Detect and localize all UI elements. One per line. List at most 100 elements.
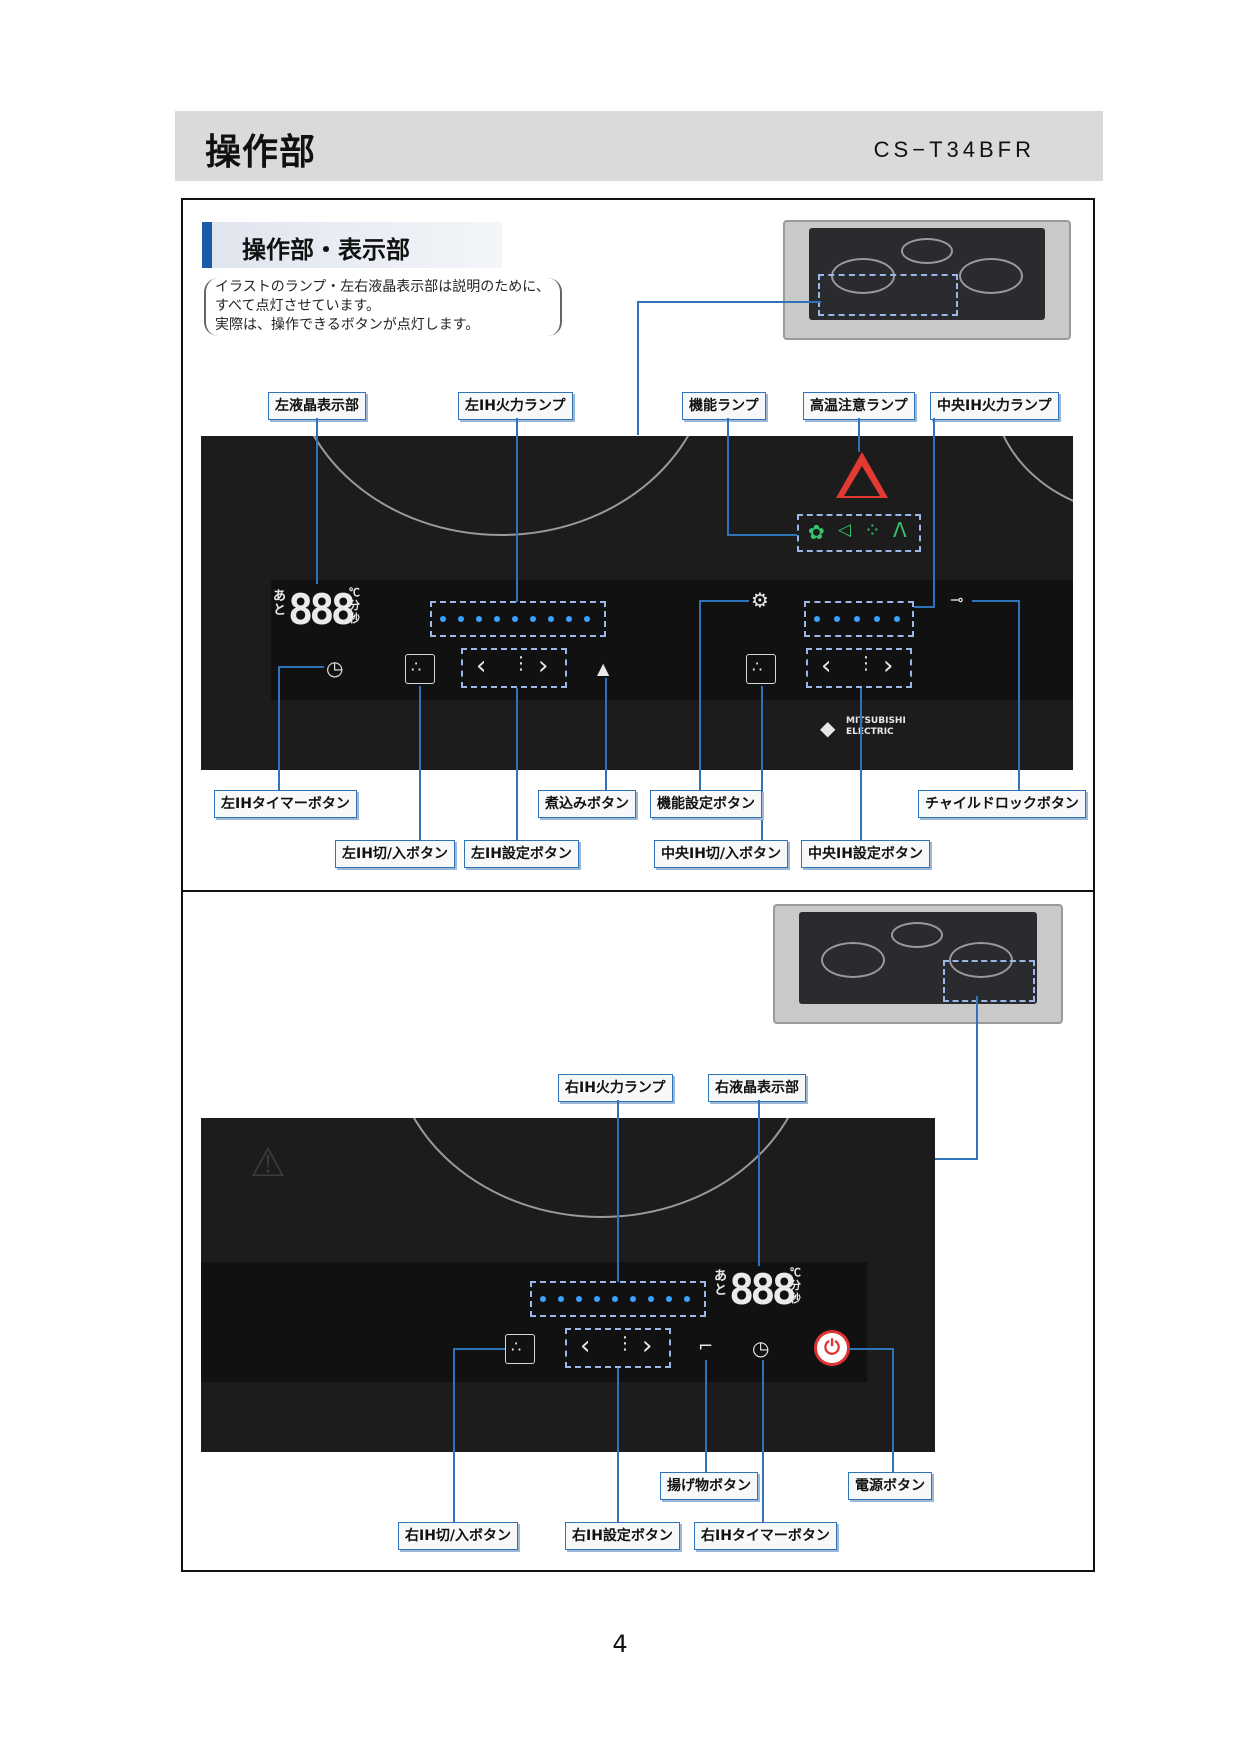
- center-decrease-icon[interactable]: ‹: [821, 651, 832, 681]
- leader-line: [605, 678, 607, 790]
- model-number: CS−T34BFR: [873, 137, 1035, 162]
- right-setting-button-label: 右IH設定ボタン: [565, 1522, 680, 1550]
- function-lamp-label: 機能ランプ: [682, 392, 766, 420]
- lamp-dot: [666, 1296, 672, 1302]
- left-ih-lamp-highlight: [430, 601, 606, 637]
- left-lcd-label: 左液晶表示部: [268, 392, 366, 420]
- center-increase-icon[interactable]: ›: [883, 651, 894, 681]
- function-setting-icon[interactable]: ⚙: [751, 588, 769, 612]
- leader-line: [278, 666, 280, 790]
- left-burner-ring: [291, 436, 711, 536]
- center-ih-lamp-label: 中央IH火力ランプ: [930, 392, 1059, 420]
- lamp-dot: [894, 616, 900, 622]
- leader-line: [860, 688, 862, 840]
- cooktop-thumbnail: [783, 220, 1071, 340]
- center-burner-ring: [991, 436, 1073, 516]
- right-setting-highlight: [565, 1328, 671, 1368]
- high-temp-lamp-label: 高温注意ランプ: [803, 392, 915, 420]
- leader-line: [858, 418, 860, 452]
- leader-line: [453, 1348, 505, 1350]
- lamp-dot: [612, 1296, 618, 1302]
- main-power-button-label: 電源ボタン: [848, 1472, 932, 1500]
- section-heading: 操作部・表示部: [202, 222, 502, 268]
- leader-line: [278, 666, 324, 668]
- control-strip: [271, 580, 1073, 700]
- right-increase-icon[interactable]: ›: [642, 1331, 653, 1361]
- main-power-button[interactable]: ⏻: [814, 1330, 850, 1366]
- lamp-dot: [648, 1296, 654, 1302]
- highlight-box: [818, 274, 958, 316]
- simmer-button-label: 煮込みボタン: [538, 790, 636, 818]
- cooktop-thumbnail: [773, 904, 1063, 1024]
- right-lcd-units: ℃分秒: [790, 1266, 801, 1305]
- leader-line: [617, 1368, 619, 1522]
- lamp-dot: [684, 1296, 690, 1302]
- section-title: 操作部・表示部: [242, 236, 410, 264]
- center-divider-icon: ⋮: [857, 653, 875, 674]
- leader-line: [419, 686, 421, 840]
- right-decrease-icon[interactable]: ‹: [580, 1331, 591, 1361]
- right-lcd-digits: 888: [729, 1265, 797, 1314]
- highlight-box: [943, 960, 1035, 1002]
- right-timer-icon[interactable]: ◷: [752, 1336, 770, 1360]
- lamp-dot: [540, 1296, 546, 1302]
- leader-line: [699, 600, 701, 790]
- faded-warning-icon: ⚠: [250, 1140, 286, 1186]
- left-setting-highlight: [461, 648, 567, 688]
- speaker-icon: ◁: [838, 520, 852, 540]
- lamp-dot: [834, 616, 840, 622]
- lamp-dot: [512, 616, 518, 622]
- lamp-dot: [476, 616, 482, 622]
- lamp-dot: [548, 616, 554, 622]
- section-accent-bar: [202, 222, 212, 268]
- right-ih-lamp-label: 右IH火力ランプ: [558, 1074, 673, 1102]
- center-ih-lamp-highlight: [804, 601, 914, 637]
- left-timer-button-label: 左IHタイマーボタン: [214, 790, 357, 818]
- leader-line: [933, 418, 935, 608]
- leader-line: [699, 600, 749, 602]
- page-header: 操作部 CS−T34BFR: [175, 111, 1103, 181]
- connector-line: [934, 1158, 978, 1160]
- leader-line: [316, 418, 318, 584]
- left-decrease-icon[interactable]: ‹: [476, 651, 487, 681]
- brand-line2: ELECTRIC: [846, 727, 894, 737]
- lamp-dot: [584, 616, 590, 622]
- lamp-dot: [558, 1296, 564, 1302]
- right-power-button[interactable]: ∴: [505, 1334, 535, 1364]
- burner-ring: [831, 258, 895, 294]
- leader-line: [850, 1348, 894, 1350]
- note-line: 実際は、操作できるボタンが点灯します。: [215, 317, 480, 333]
- lamp-dot: [854, 616, 860, 622]
- right-ih-lamp-highlight: [530, 1281, 706, 1317]
- leader-line: [892, 1348, 894, 1472]
- lamp-dot: [494, 616, 500, 622]
- right-divider-icon: ⋮: [616, 1333, 634, 1354]
- center-power-button[interactable]: ∴: [746, 654, 776, 684]
- child-lock-key-icon[interactable]: ⊸: [950, 590, 964, 609]
- left-timer-icon[interactable]: ◷: [326, 656, 344, 680]
- note-line: すべて点灯させています。: [215, 298, 381, 314]
- lamp-dot: [814, 616, 820, 622]
- connector-line: [976, 996, 978, 1160]
- left-power-button[interactable]: ∴: [405, 654, 435, 684]
- power-icon: ⏻: [824, 1335, 840, 1359]
- leader-line: [516, 688, 518, 840]
- function-lamp-highlight: [797, 514, 921, 552]
- left-increase-icon[interactable]: ›: [538, 651, 549, 681]
- brand-line1: MITSUBISHI: [846, 716, 906, 726]
- leader-line: [705, 1360, 707, 1472]
- leader-line: [727, 534, 797, 536]
- leader-line: [516, 418, 518, 602]
- leader-line: [453, 1348, 455, 1522]
- leader-line: [727, 418, 729, 536]
- center-power-button-label: 中央IH切/入ボタン: [654, 840, 789, 868]
- page-number: 4: [612, 1630, 628, 1658]
- lamp-dot: [566, 616, 572, 622]
- simmer-pot-icon[interactable]: ▲: [597, 659, 610, 678]
- right-power-button-label: 右IH切/入ボタン: [398, 1522, 519, 1550]
- fry-icon[interactable]: ⌐: [698, 1336, 714, 1357]
- fry-button-label: 揚げ物ボタン: [660, 1472, 758, 1500]
- leader-line: [914, 606, 935, 608]
- note-line: イラストのランプ・左右液晶表示部は説明のために、: [215, 279, 550, 295]
- grill-icon: ⁘: [864, 518, 881, 542]
